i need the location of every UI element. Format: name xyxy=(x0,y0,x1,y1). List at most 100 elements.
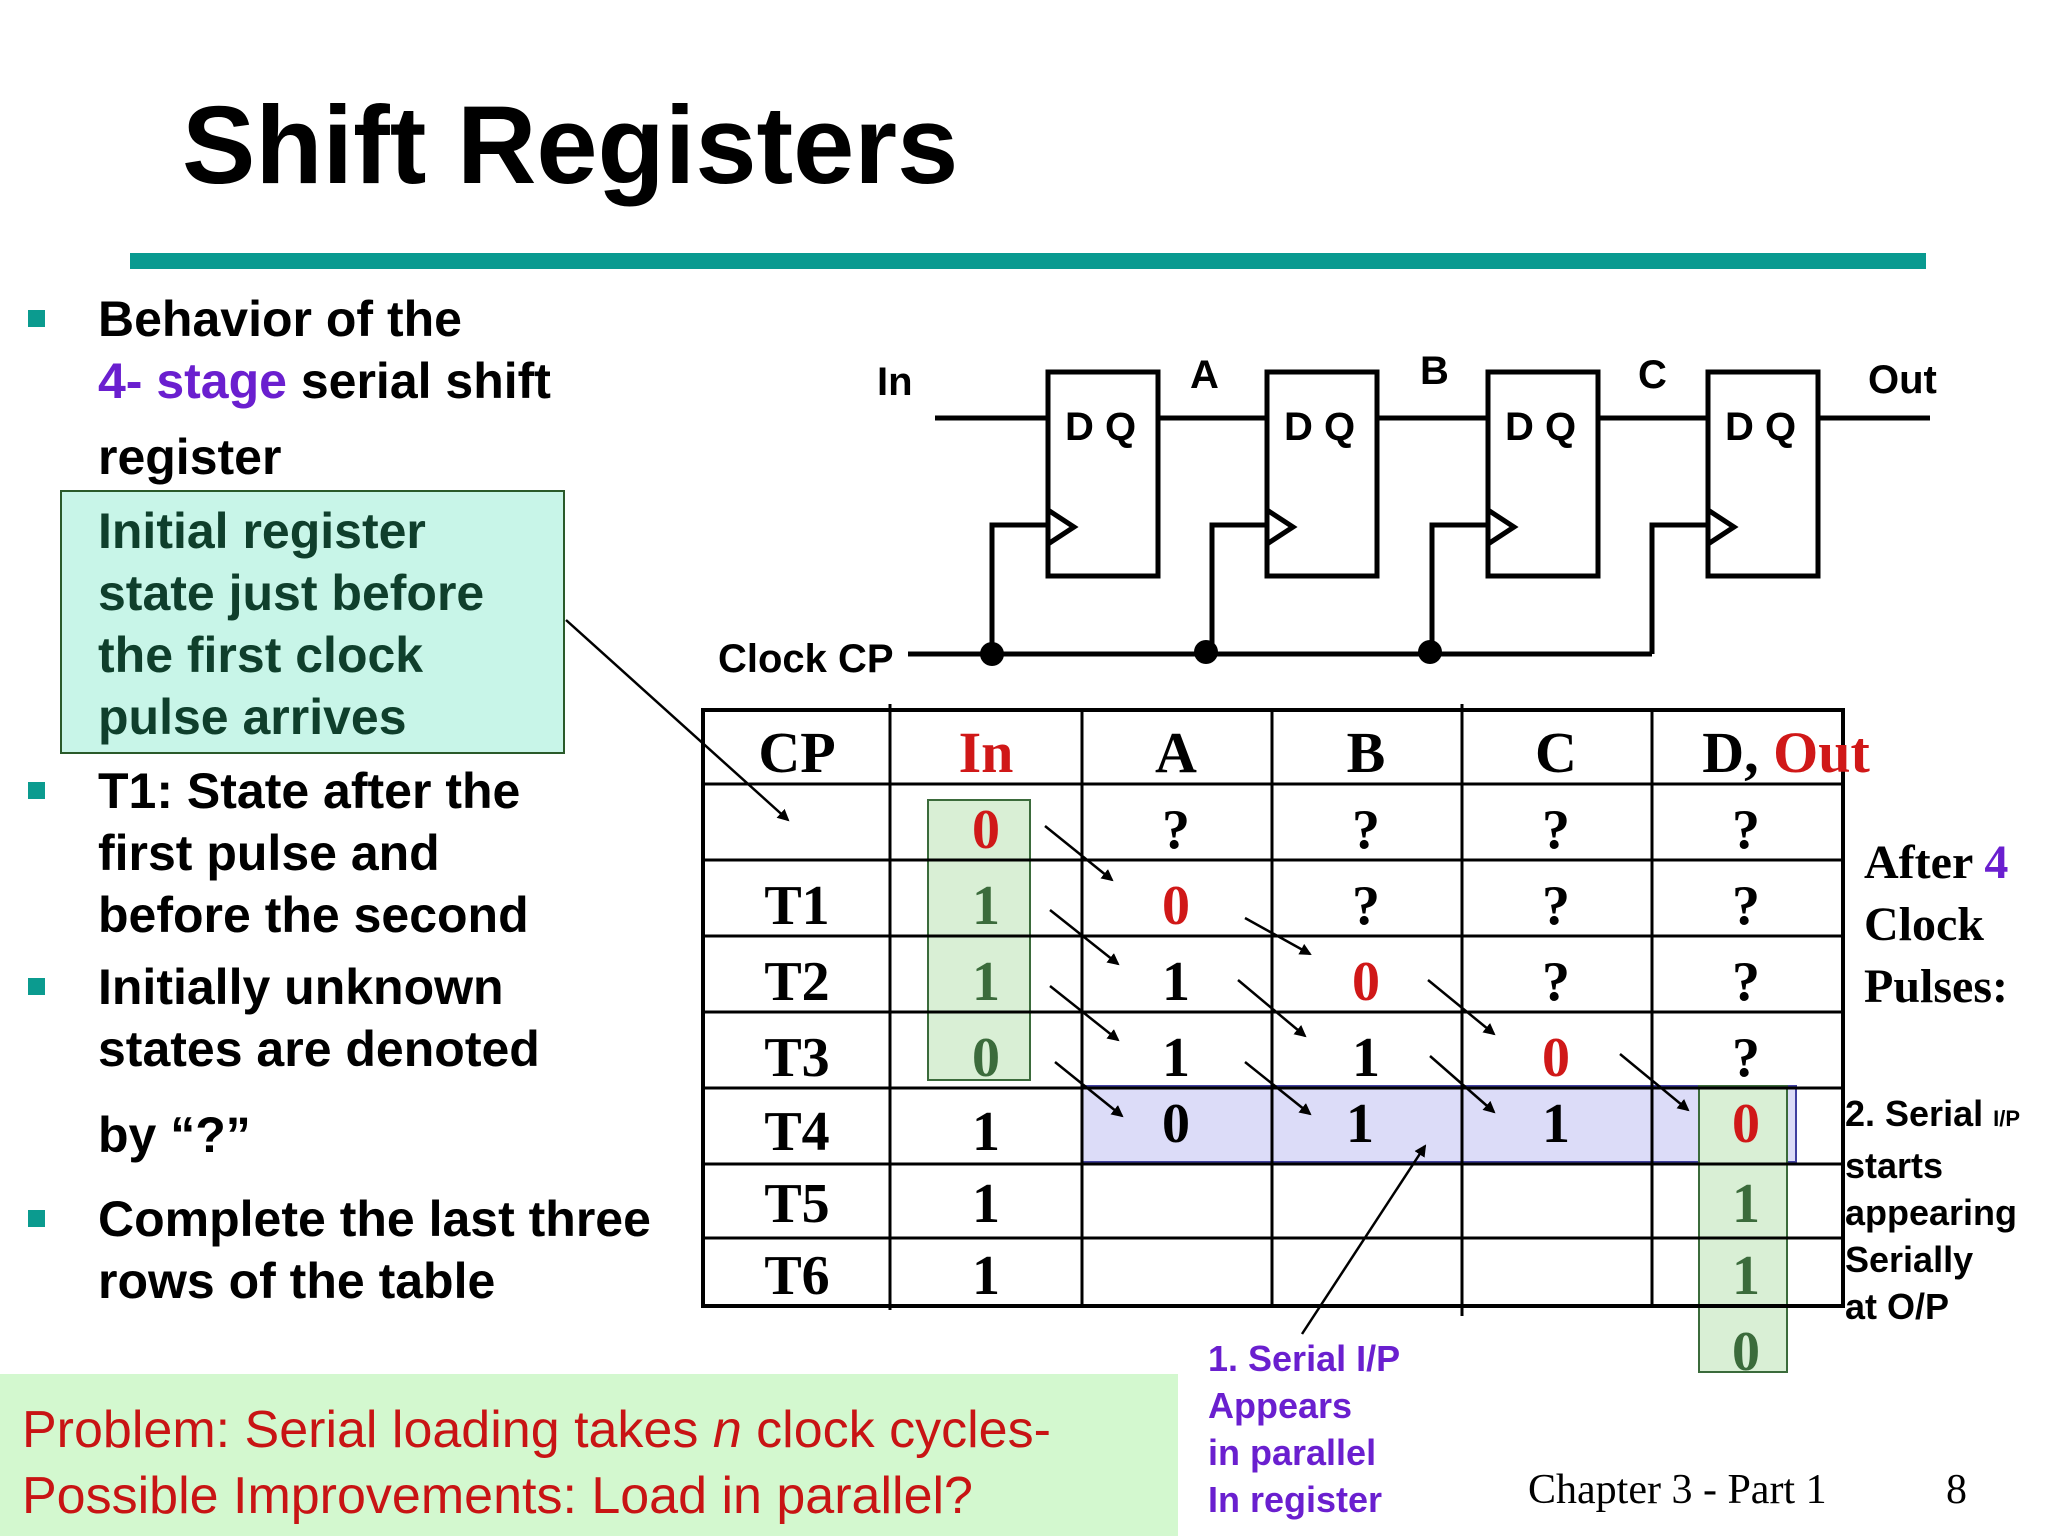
cell-r2-in: 1 xyxy=(972,951,1000,1013)
cell-r5-in: 1 xyxy=(972,1173,1000,1235)
problem-n: n xyxy=(712,1401,742,1459)
cell-r1-cp: T1 xyxy=(764,875,829,937)
serial-output-callout: 2. Serial I/P starts appearing Serially … xyxy=(1845,1090,2020,1330)
header-d: D, xyxy=(1702,720,1773,785)
bullet-3-line-3: by “?” xyxy=(98,1107,251,1163)
cell-r2-a: 1 xyxy=(1162,951,1190,1013)
problem-line-2: Possible Improvements: Load in parallel? xyxy=(22,1467,973,1525)
bullet-4-line-1: Complete the last three xyxy=(98,1191,651,1247)
footer-chapter: Chapter 3 - Part 1 xyxy=(1528,1467,1827,1513)
header-in: In xyxy=(959,720,1014,785)
title-underline xyxy=(130,253,1926,269)
bullet-2-line-3: before the second xyxy=(98,887,529,943)
cell-r3-c: 0 xyxy=(1542,1027,1570,1089)
cell-r2-c: ? xyxy=(1542,951,1570,1013)
cell-r2-d: ? xyxy=(1732,951,1760,1013)
bullet-1-line-1: Behavior of the xyxy=(98,291,462,347)
cell-r4-b: 1 xyxy=(1346,1093,1374,1155)
cell-r4-in: 1 xyxy=(972,1101,1000,1163)
cell-r1-b: ? xyxy=(1352,875,1380,937)
cell-r3-cp: T3 xyxy=(764,1027,829,1089)
cell-r5-cp: T5 xyxy=(764,1173,829,1235)
slide-title: Shift Registers xyxy=(182,84,959,207)
ff-label-3: D Q xyxy=(1505,405,1576,449)
header-b: B xyxy=(1347,720,1386,785)
cell-r6-cp: T6 xyxy=(764,1245,829,1307)
out-label: Out xyxy=(1868,358,1937,402)
after-pulses-note: After 4 Clock Pulses: xyxy=(1864,832,2008,1018)
note-line-4: pulse arrives xyxy=(98,689,407,745)
after-word: After xyxy=(1864,836,1985,889)
cell-r1-c: ? xyxy=(1542,875,1570,937)
header-out: Out xyxy=(1773,720,1870,785)
bullet-2-line-2: first pulse and xyxy=(98,825,440,881)
cell-r0-in: 0 xyxy=(972,799,1000,861)
callout2-small: I/P xyxy=(1993,1106,2021,1131)
callout2-line-1: 2. Serial I/P xyxy=(1845,1090,2020,1142)
cell-r0-c: ? xyxy=(1542,799,1570,861)
cell-r4-cp: T4 xyxy=(764,1101,829,1163)
problem-line-1: Problem: Serial loading takes n clock cy… xyxy=(22,1398,1051,1462)
ff-label-2: D Q xyxy=(1284,405,1355,449)
header-cp: CP xyxy=(758,720,835,785)
bullet-1-line-3: register xyxy=(98,429,282,485)
cell-r2-b: 0 xyxy=(1352,951,1380,1013)
cell-r3-d: ? xyxy=(1732,1027,1760,1089)
after-line-3: Pulses: xyxy=(1864,960,2008,1013)
header-a: A xyxy=(1155,720,1197,785)
flip-flop-1 xyxy=(1045,369,1161,579)
cell-r3-b: 1 xyxy=(1352,1027,1380,1089)
callout2-line-3: appearing xyxy=(1845,1192,2018,1233)
bullet-3-line-1: Initially unknown xyxy=(98,959,504,1015)
cell-r4-d: 0 xyxy=(1732,1093,1760,1155)
flip-flop-4 xyxy=(1705,369,1821,579)
cell-r1-a: 0 xyxy=(1162,875,1190,937)
bullet-1-line-2-rest: serial shift xyxy=(286,353,551,409)
parallel-callout: 1. Serial I/P Appears in parallel In reg… xyxy=(1208,1335,1400,1523)
note-line-3: the first clock xyxy=(98,627,424,683)
cell-r2-cp: T2 xyxy=(764,951,829,1013)
cell-r6-in: 1 xyxy=(972,1245,1000,1307)
bullet-marker xyxy=(28,1210,45,1227)
bullet-marker xyxy=(28,978,45,995)
cell-r6-d: 1 xyxy=(1732,1245,1760,1307)
after-line-2: Clock xyxy=(1864,898,1984,951)
node-label-a: A xyxy=(1190,353,1219,397)
bullet-marker xyxy=(28,782,45,799)
cell-extra-out: 0 xyxy=(1732,1321,1760,1383)
note-line-2: state just before xyxy=(98,565,485,621)
problem-text-a: Problem: Serial loading takes xyxy=(22,1401,713,1459)
callout1-line-4: In register xyxy=(1208,1479,1383,1520)
page-number: 8 xyxy=(1946,1467,1967,1513)
flip-flop-2 xyxy=(1264,369,1380,579)
cell-r4-a: 0 xyxy=(1162,1093,1190,1155)
note-line-1: Initial register xyxy=(98,503,426,559)
callout2-line-4: Serially xyxy=(1845,1239,1974,1280)
callout1-line-2: Appears xyxy=(1208,1385,1353,1426)
problem-text-b: clock cycles- xyxy=(741,1401,1051,1459)
callout2-line-5: at O/P xyxy=(1845,1286,1950,1327)
callout2-text: 2. Serial xyxy=(1845,1093,1994,1134)
flip-flop-chain xyxy=(908,369,1930,657)
initial-state-note: Initial register state just before the f… xyxy=(60,490,565,754)
header-c: C xyxy=(1535,720,1577,785)
cell-r4-c: 1 xyxy=(1542,1093,1570,1155)
bullet-3-line-2: states are denoted xyxy=(98,1021,540,1077)
bullet-1-line-2: 4- stage serial shift xyxy=(98,350,551,412)
callout1-line-1: 1. Serial I/P xyxy=(1208,1338,1401,1379)
input-sequence-highlight xyxy=(927,799,1031,1081)
shift-arrows xyxy=(565,619,1690,1335)
after-line-1: After 4 xyxy=(1864,832,2008,894)
node-label-b: B xyxy=(1420,349,1449,393)
header-d-out: D, Out xyxy=(1702,720,1870,785)
bullet-marker xyxy=(28,310,45,327)
flip-flop-3 xyxy=(1485,369,1601,579)
ff-label-1: D Q xyxy=(1065,405,1136,449)
cell-r3-in: 0 xyxy=(972,1027,1000,1089)
bullet-4-line-2: rows of the table xyxy=(98,1253,496,1309)
cell-r1-in: 1 xyxy=(972,875,1000,937)
after-count: 4 xyxy=(1984,836,2009,889)
bullet-2-line-1: T1: State after the xyxy=(98,763,521,819)
ff-label-4: D Q xyxy=(1725,405,1796,449)
clock-junctions xyxy=(980,640,1442,666)
